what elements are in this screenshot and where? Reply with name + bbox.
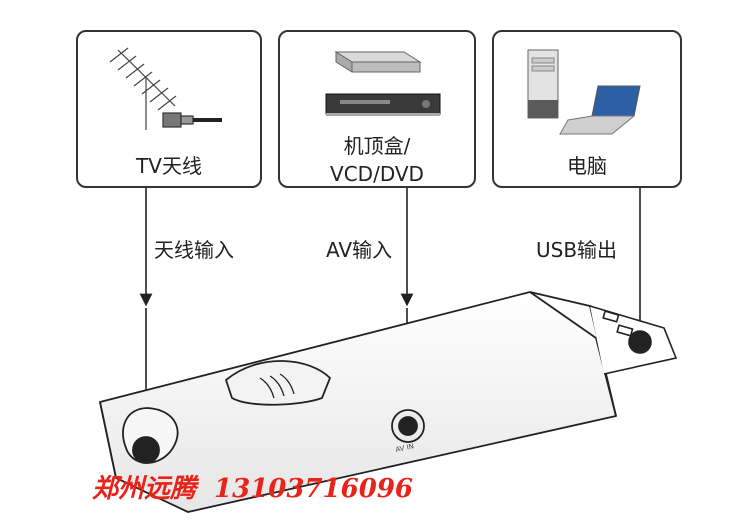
settop-box-icon — [325, 51, 441, 116]
av-input-label: AV输入 — [326, 238, 393, 262]
computer-label: 电脑 — [567, 154, 607, 178]
settop-label-line2: VCD/DVD — [330, 162, 424, 186]
antenna-box: TV天线 — [76, 30, 262, 188]
av-port-label: AV IN — [395, 442, 415, 454]
usb-plug — [589, 305, 678, 375]
settop-label-line1: 机顶盒/ — [343, 134, 411, 158]
usb-dongle — [99, 291, 617, 513]
antenna-label: TV天线 — [136, 154, 202, 178]
usb-output-label: USB输出 — [536, 238, 618, 262]
watermark: 郑州远腾 13103716096 — [92, 468, 413, 505]
watermark-phone: 13103716096 — [214, 474, 414, 504]
antenna-icon — [109, 47, 222, 130]
grip-ridges-icon — [259, 373, 295, 399]
computer-box: 电脑 — [492, 30, 682, 188]
watermark-company: 郑州远腾 — [92, 474, 197, 504]
computer-icon — [527, 49, 641, 135]
antenna-input-label: 天线输入 — [154, 238, 234, 262]
